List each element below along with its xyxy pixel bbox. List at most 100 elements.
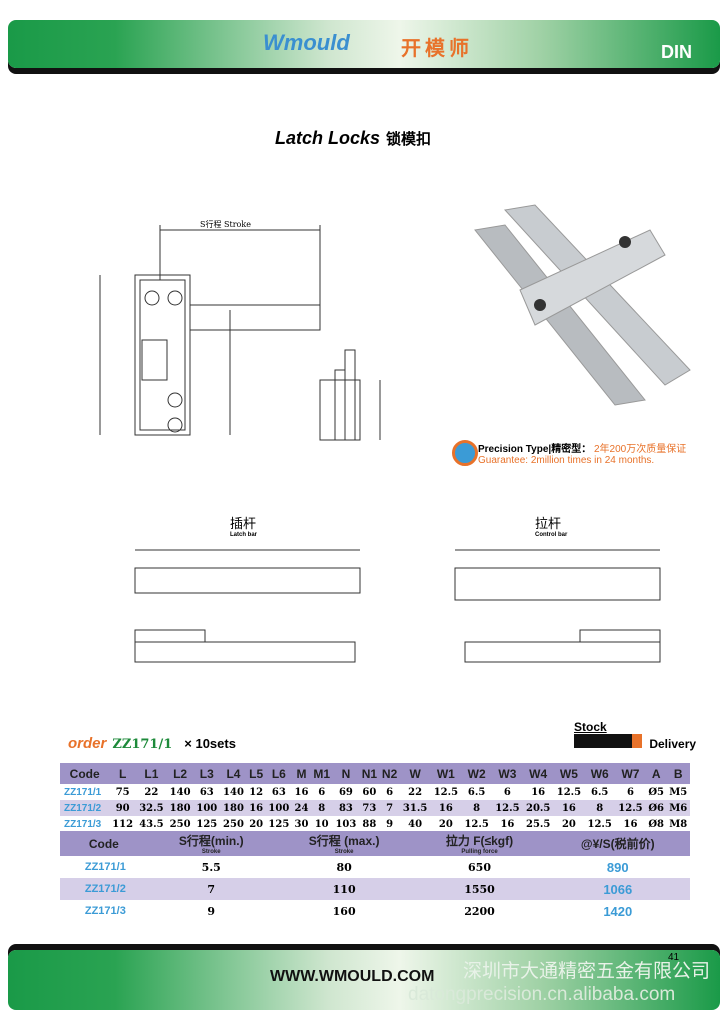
table-cell: M8 xyxy=(669,818,688,830)
column-header: L xyxy=(109,763,136,784)
table-cell: 31.5 xyxy=(399,800,431,816)
table-cell: 12.5 xyxy=(433,786,459,798)
column-header: M1 xyxy=(310,763,333,784)
table-cell: 12.5 xyxy=(615,800,646,816)
stroke-label: S行程 Stroke xyxy=(200,220,251,229)
column-header: L2 xyxy=(166,763,194,784)
column-header: Code xyxy=(60,763,110,784)
column-header: B xyxy=(666,763,690,784)
header-text: Code xyxy=(88,836,119,851)
table-cell: 12.5 xyxy=(556,786,582,798)
column-header: S行程(min.)Stroke xyxy=(147,831,275,856)
table-cell: 20.5 xyxy=(522,800,554,816)
website-url[interactable]: WWW.WMOULD.COM xyxy=(270,968,435,985)
table-cell: 103 xyxy=(335,818,357,830)
table-cell: 32.5 xyxy=(136,800,167,816)
truck-icon xyxy=(574,734,642,748)
table-cell: 6 xyxy=(318,786,326,798)
stock-delivery-badge: Stock Delivery xyxy=(574,720,697,751)
table-cell: 160 xyxy=(332,904,356,918)
table-cell: 2200 xyxy=(464,904,495,918)
header-bar: Wmould 开模师 DIN xyxy=(8,20,720,68)
header-text: S行程(min.) xyxy=(178,834,244,848)
column-header: W5 xyxy=(553,763,585,784)
table-cell: ZZ171/3 xyxy=(64,818,102,830)
column-header: A xyxy=(645,763,667,784)
control-bar-drawing xyxy=(454,549,661,663)
column-header: L4 xyxy=(220,763,247,784)
product-photo xyxy=(474,204,691,406)
table-cell: 9 xyxy=(386,818,394,830)
header-text: @¥/S(税前价) xyxy=(580,837,655,851)
column-header: L3 xyxy=(193,763,221,784)
table-cell: 125 xyxy=(196,818,218,830)
table-cell: 5.5 xyxy=(201,860,221,874)
column-header: 拉力 F(≤kgf)Pulling force xyxy=(413,831,546,856)
table-cell: 75 xyxy=(115,786,130,798)
table-cell: 6 xyxy=(503,786,511,798)
page-number: 41 xyxy=(668,952,680,963)
table-cell: 60 xyxy=(362,786,377,798)
column-header: @¥/S(税前价) xyxy=(545,831,690,856)
column-header: Code xyxy=(60,831,148,856)
column-header: W7 xyxy=(615,763,646,784)
table-cell: ZZ171/2 xyxy=(60,800,110,816)
column-header: W xyxy=(399,763,431,784)
table-cell: 180 xyxy=(166,800,194,816)
column-header: W3 xyxy=(492,763,523,784)
table-cell: 110 xyxy=(274,878,414,900)
assembly-drawing xyxy=(99,225,381,441)
table-cell: 12 xyxy=(249,786,264,798)
table-cell: 25.5 xyxy=(525,818,551,830)
table-cell: 80 xyxy=(336,860,352,874)
table-cell: 22 xyxy=(408,786,423,798)
column-header: S行程 (max.)Stroke xyxy=(274,831,414,856)
table-cell: 140 xyxy=(223,786,244,798)
table-cell: Ø8 xyxy=(648,818,664,830)
table-cell: 20 xyxy=(561,818,576,830)
table-cell: 112 xyxy=(112,818,134,830)
table-cell: 88 xyxy=(362,818,377,830)
table-cell: 1550 xyxy=(413,878,546,900)
header-text: 拉力 F(≤kgf) xyxy=(445,834,514,848)
table-cell: 12.5 xyxy=(464,818,489,830)
table-cell: 7 xyxy=(379,800,400,816)
table-cell: 140 xyxy=(169,786,191,798)
header-subtext: Pulling force xyxy=(461,849,498,855)
column-header: W2 xyxy=(461,763,493,784)
table-cell: ZZ171/1 xyxy=(84,861,126,873)
column-header: L1 xyxy=(136,763,167,784)
section-label: DIN xyxy=(661,42,692,62)
table-cell: 12.5 xyxy=(587,818,612,830)
table-cell: 7 xyxy=(147,878,275,900)
table-cell: 10 xyxy=(314,818,329,830)
table-cell: 250 xyxy=(223,818,244,830)
table-cell: 8 xyxy=(310,800,333,816)
table-cell: 20 xyxy=(438,818,453,830)
alibaba-site: datongprecision.cn.alibaba.com xyxy=(408,984,676,1005)
table-cell: ZZ171/2 xyxy=(60,878,148,900)
table-cell: 6 xyxy=(626,786,634,798)
table-cell: 650 xyxy=(468,860,491,874)
table-cell: ZZ171/3 xyxy=(84,905,126,917)
table-cell: 9 xyxy=(207,904,216,918)
gear-badge-icon xyxy=(452,440,478,466)
table-cell: 6.5 xyxy=(590,786,609,798)
header-subtext: Stroke xyxy=(201,849,221,855)
table-cell: 12.5 xyxy=(492,800,523,816)
precision-guarantee: Precision Type|精密型： 2年200万次质量保证 Guarante… xyxy=(452,440,686,466)
header-subtext: Stroke xyxy=(334,849,354,855)
table-cell: 180 xyxy=(220,800,247,816)
column-header: N2 xyxy=(379,763,400,784)
table-cell: 6.5 xyxy=(467,786,486,798)
price-cell: 1066 xyxy=(545,878,690,900)
table-cell: 69 xyxy=(338,786,353,798)
